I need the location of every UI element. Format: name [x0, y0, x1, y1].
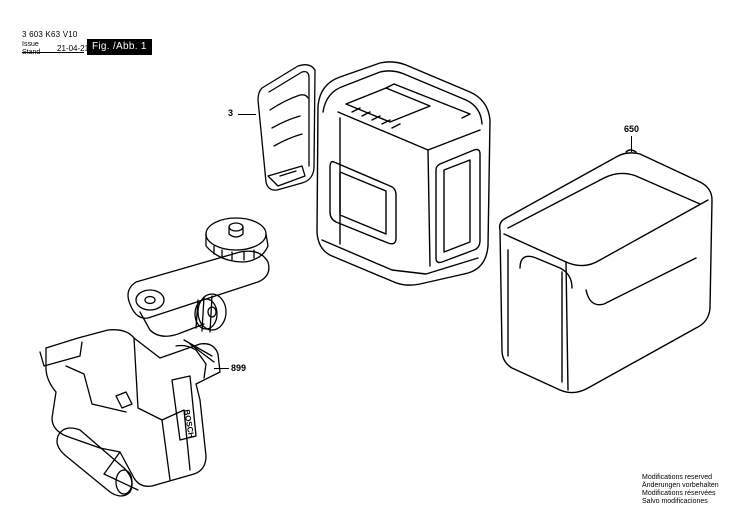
protective-pouch-drawing: [498, 149, 713, 394]
modifications-notice: Modifications reserved Änderungen vorbeh…: [642, 474, 719, 506]
leader-line-650: [631, 136, 632, 152]
leader-line-899: [214, 368, 229, 369]
modifications-fr: Modifications réservées: [642, 490, 716, 497]
universal-holder-drawing: BOSCH: [39, 217, 270, 497]
figure-label: Fig. /Abb. 1: [87, 39, 152, 55]
part-number-3: 3: [228, 108, 234, 118]
modifications-en: Modifications reserved: [642, 474, 713, 481]
part-number-899: 899: [231, 363, 247, 373]
issue-date: 21-04-21: [57, 44, 90, 53]
line-laser-body: [316, 61, 491, 286]
document-number: 3 603 K63 V10: [22, 30, 78, 39]
modifications-es: Salvo modificaciones: [642, 498, 708, 505]
modifications-de: Änderungen vorbehalten: [642, 482, 719, 489]
leader-line-3: [238, 114, 256, 115]
issue-label-en: Issue: [22, 41, 39, 48]
header-rule: [22, 52, 84, 53]
part-number-650: 650: [624, 124, 640, 134]
battery-cover-drawing: [257, 64, 316, 191]
